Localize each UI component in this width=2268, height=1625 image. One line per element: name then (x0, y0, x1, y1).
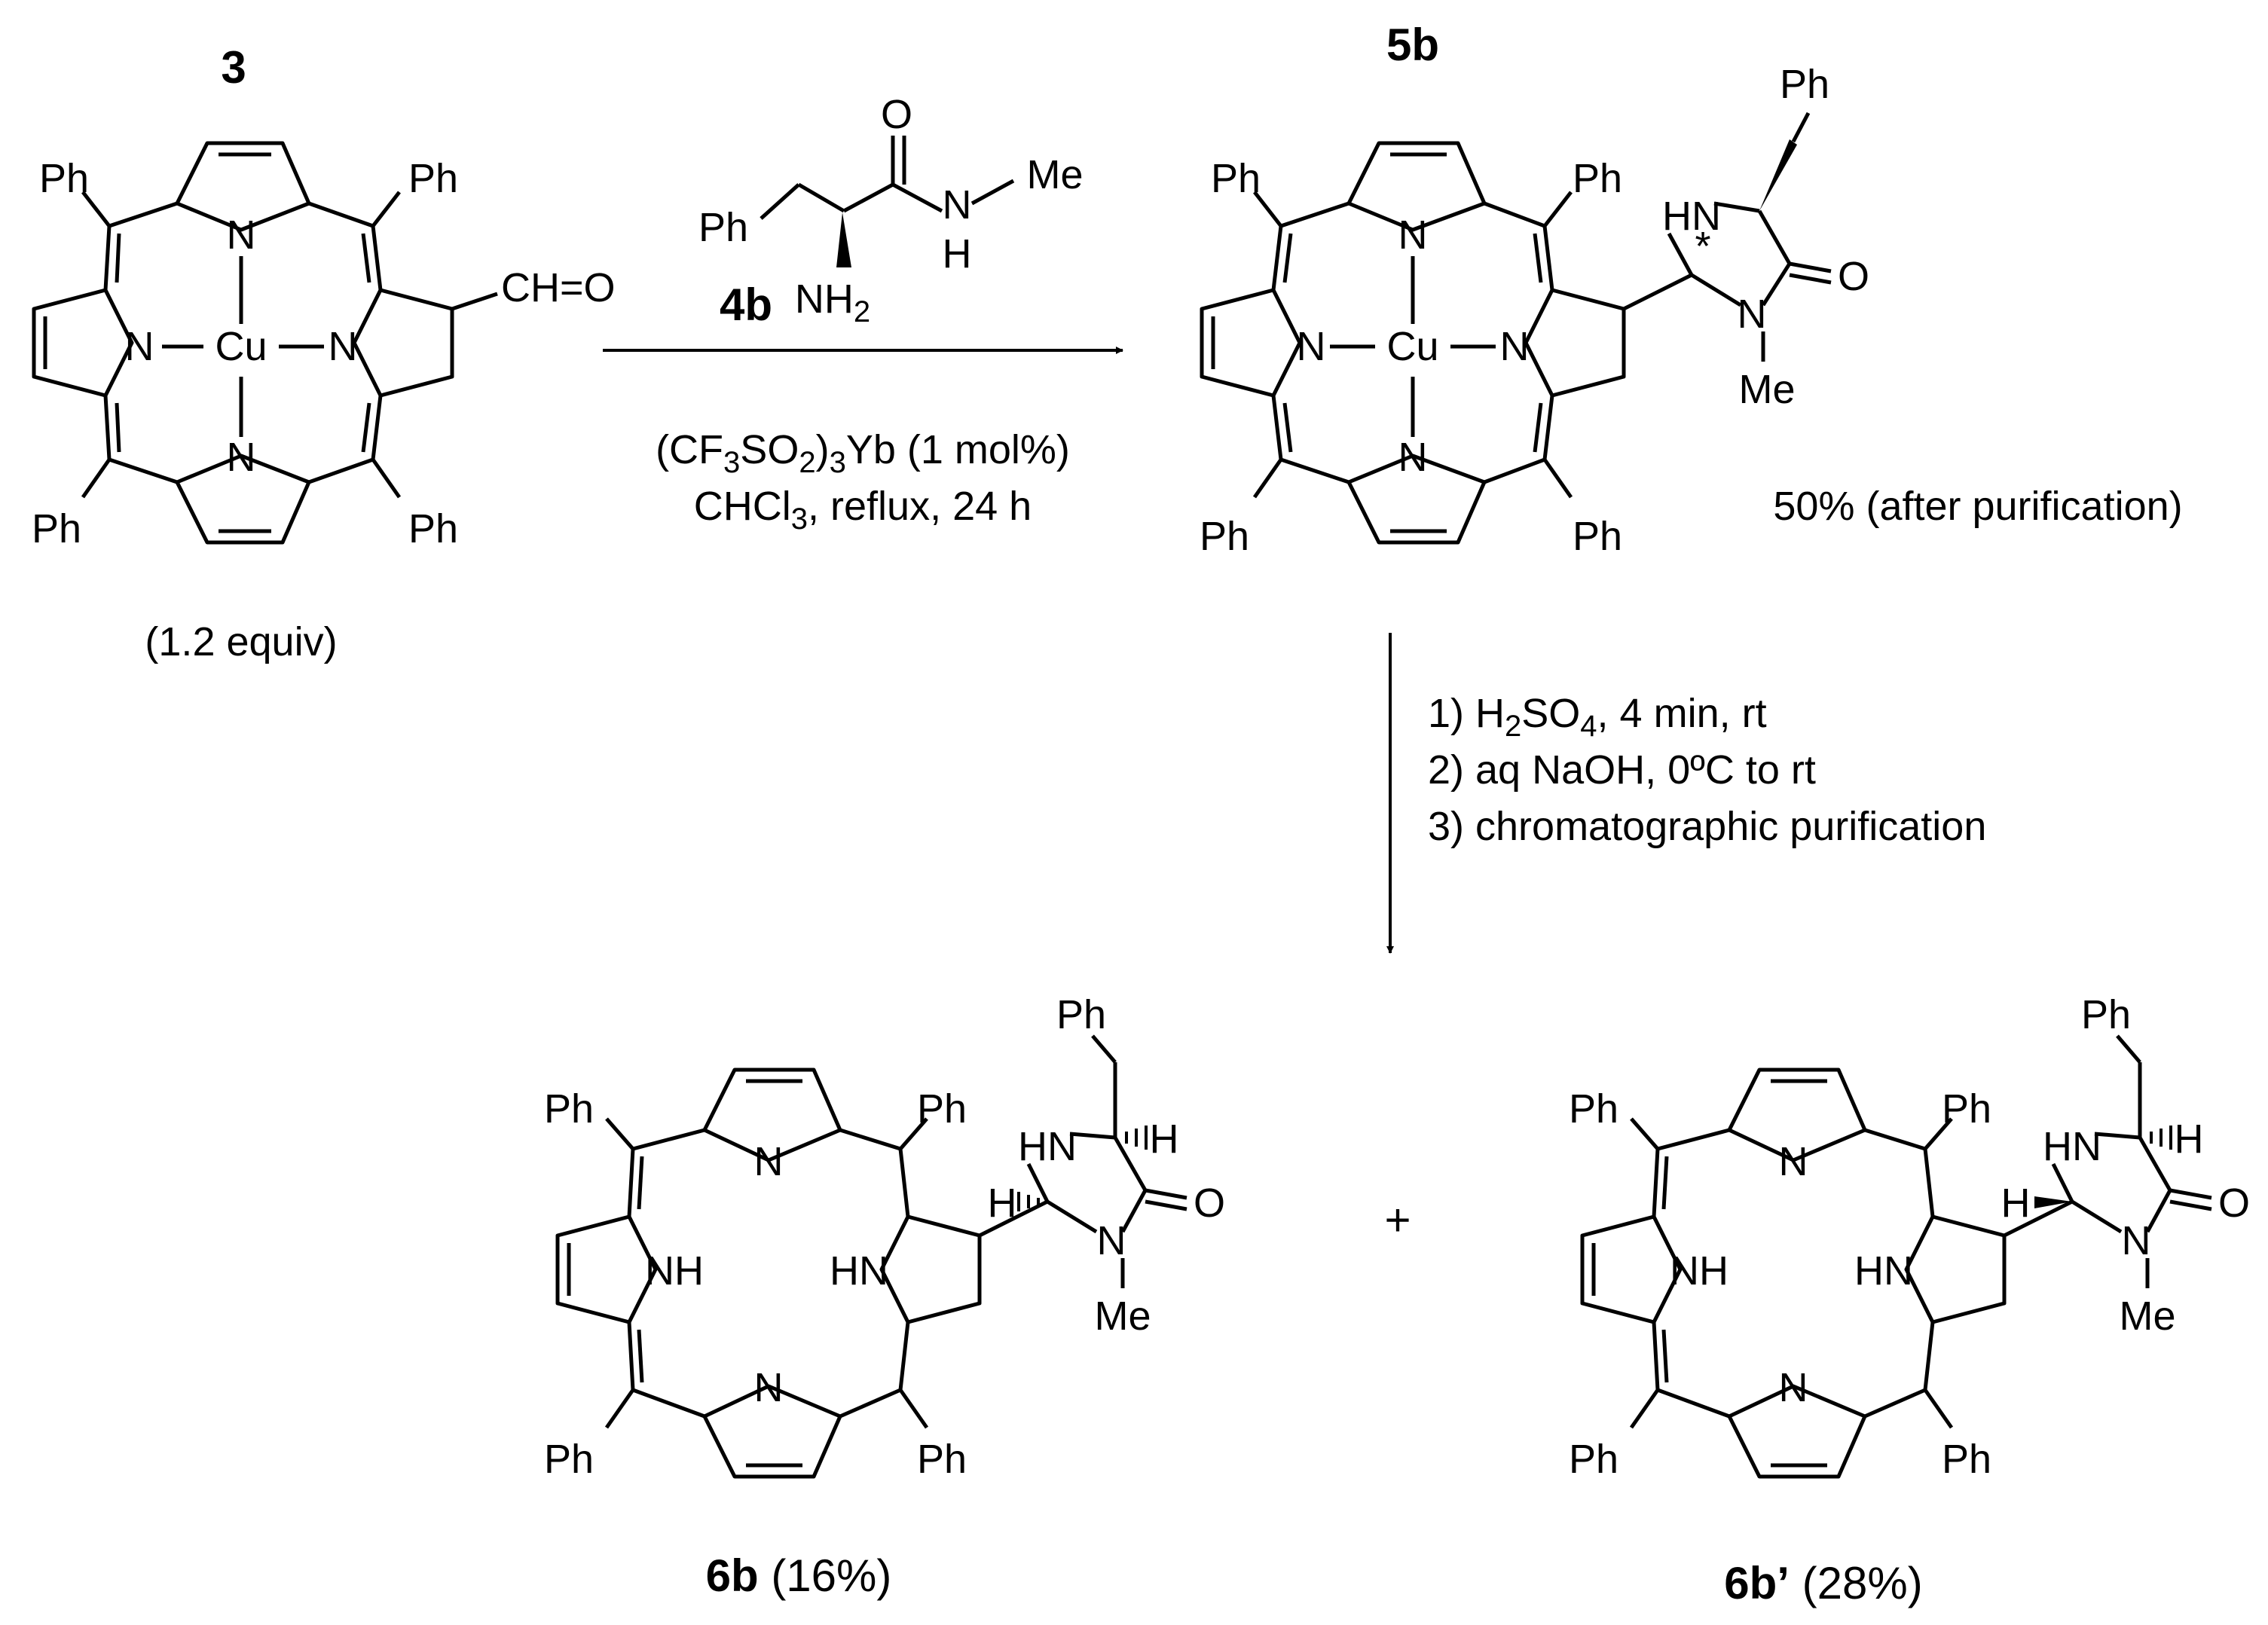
phenyl-label: Ph (39, 156, 89, 201)
n-atom: N (1500, 324, 1530, 369)
n-atom: N (1097, 1218, 1126, 1263)
phenyl-label: Ph (408, 156, 458, 201)
step-3-label: 3) chromatographic purification (1428, 804, 1986, 849)
o-atom: O (881, 92, 912, 137)
n-atom: N (2122, 1218, 2151, 1263)
yield-label: 50% (after purification) (1773, 484, 2182, 529)
n-atom: N (754, 1365, 784, 1410)
solvent-label: CHCl3, reflux, 24 h (694, 484, 1032, 536)
h-atom: H (988, 1181, 1017, 1226)
phenyl-label: Ph (917, 1086, 967, 1132)
methyl-label: Me (2119, 1294, 2175, 1339)
compound-5b: 5b (1200, 20, 2183, 559)
methyl-label: Me (1094, 1294, 1151, 1339)
nh-label: NH (645, 1248, 704, 1294)
metal-atom: Cu (215, 324, 267, 369)
plus-sign: + (1384, 1195, 1411, 1245)
phenyl-label: Ph (1569, 1437, 1618, 1482)
o-atom: O (1838, 254, 1869, 299)
n-atom: N (1398, 435, 1428, 480)
methyl-label: Me (1738, 367, 1795, 412)
phenyl-label: Ph (698, 205, 748, 250)
phenyl-label: Ph (1573, 514, 1622, 559)
compound-6b-prime: N N NH HN Ph Ph Ph Ph HN H H O N Me Ph 6… (1569, 992, 2250, 1608)
phenyl-label: Ph (544, 1437, 594, 1482)
nh-label: NH (1670, 1248, 1729, 1294)
metal-atom: Cu (1386, 324, 1438, 369)
n-atom: N (1779, 1139, 1808, 1184)
step-2-label: 2) aq NaOH, 0ºC to rt (1428, 747, 1816, 793)
compound-3: 3 (32, 42, 616, 664)
wedge-bond (836, 212, 851, 267)
n-atom: N (329, 324, 358, 369)
compound-5b-label: 5b (1386, 20, 1439, 70)
hn-label: HN (830, 1248, 888, 1294)
phenyl-label: Ph (2081, 992, 2131, 1037)
reaction-2-conditions: 1) H2SO4, 4 min, rt 2) aq NaOH, 0ºC to r… (1428, 691, 1986, 849)
phenyl-label: Ph (1569, 1086, 1618, 1132)
compound-3-label: 3 (221, 42, 246, 93)
phenyl-label: Ph (917, 1437, 967, 1482)
h-atom: H (2001, 1181, 2031, 1226)
phenyl-label: Ph (1573, 156, 1622, 201)
phenyl-label: Ph (1200, 514, 1249, 559)
phenyl-label: Ph (1942, 1086, 1991, 1132)
compound-6b-prime-label: 6b’ (28%) (1724, 1558, 1922, 1608)
phenyl-label: Ph (1942, 1437, 1991, 1482)
o-atom: O (2218, 1181, 2250, 1226)
n-atom: N (227, 212, 256, 258)
h-atom: H (2175, 1116, 2204, 1162)
compound-6b-label: 6b (16%) (706, 1550, 892, 1601)
n-atom: N (125, 324, 154, 369)
n-atom: N (1398, 212, 1428, 258)
reaction-1-conditions: (CF3SO2)3Yb (1 mol%) CHCl3, reflux, 24 h (656, 427, 1070, 536)
n-atom: N (227, 435, 256, 480)
hn-label: HN (1018, 1124, 1077, 1169)
catalyst-label: (CF3SO2)3Yb (1 mol%) (656, 427, 1070, 479)
bond (1791, 111, 1811, 143)
formyl-label: CH=O (501, 265, 616, 310)
methyl-label: Me (1026, 152, 1083, 197)
n-atom: N (943, 182, 972, 228)
phenyl-label: Ph (1780, 62, 1829, 107)
compound-6b: N N NH HN Ph Ph Ph Ph HN H H O N Me Ph 6… (544, 992, 1225, 1601)
phenyl-label: Ph (32, 506, 81, 551)
n-atom: N (754, 1139, 784, 1184)
h-atom: H (1150, 1116, 1179, 1162)
stereo-star: * (1695, 224, 1710, 269)
phenyl-label: Ph (544, 1086, 594, 1132)
nh-label: HN (1662, 194, 1721, 239)
n-atom: N (1297, 324, 1326, 369)
wedge-bond (1759, 139, 1797, 211)
phenyl-label: Ph (1211, 156, 1261, 201)
phenyl-label: Ph (1056, 992, 1106, 1037)
phenyl-label: Ph (408, 506, 458, 551)
amine-label: NH2 (795, 276, 870, 328)
reagent-4b: Ph O N H Me NH2 4b (698, 92, 1084, 330)
step-1-label: 1) H2SO4, 4 min, rt (1428, 691, 1767, 743)
wedge-bond (2034, 1196, 2072, 1208)
hn-label: HN (1854, 1248, 1913, 1294)
compound-4b-label: 4b (720, 279, 772, 330)
n-atom: N (1779, 1365, 1808, 1410)
hn-label: HN (2043, 1124, 2101, 1169)
n-atom: N (1738, 292, 1767, 337)
o-atom: O (1194, 1181, 1225, 1226)
h-atom: H (943, 231, 972, 276)
equiv-label: (1.2 equiv) (145, 619, 337, 664)
